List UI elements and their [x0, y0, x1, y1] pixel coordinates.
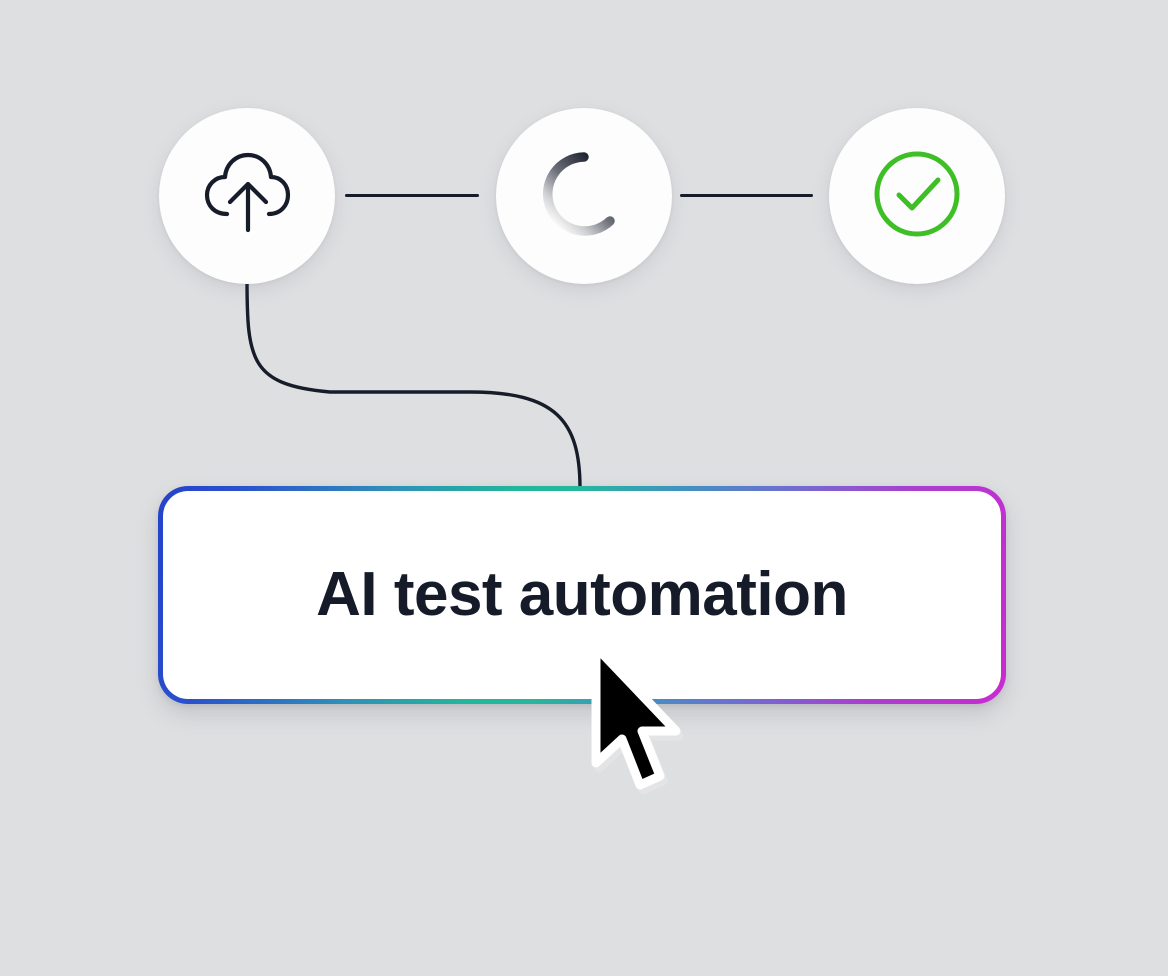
feature-card-label: AI test automation [316, 560, 848, 629]
step-circle-loading[interactable] [496, 108, 672, 284]
feature-card-surface: AI test automation [163, 491, 1001, 699]
connector-line-loading-to-success [680, 194, 813, 197]
feature-card[interactable]: AI test automation [158, 486, 1006, 704]
cloud-upload-icon [201, 152, 293, 241]
step-circle-upload[interactable] [159, 108, 335, 284]
spinner-icon [538, 148, 630, 245]
check-circle-icon [870, 147, 964, 246]
step-circle-success[interactable] [829, 108, 1005, 284]
connector-line-upload-to-loading [345, 194, 479, 197]
